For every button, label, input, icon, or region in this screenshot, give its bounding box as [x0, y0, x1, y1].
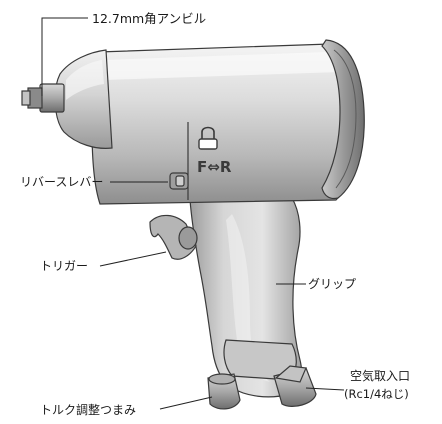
- grip-highlight: [226, 214, 270, 382]
- rear-cap: [321, 39, 365, 200]
- hammer-case-highlight: [66, 60, 104, 100]
- leader-lines: [41, 17, 345, 410]
- label-trigger: トリガー: [40, 259, 88, 273]
- rear-cap-rim: [333, 49, 357, 189]
- body-highlight: [104, 52, 340, 80]
- anvil-square-drive: [21, 83, 65, 113]
- impact-wrench-illustration: F⇔R: [21, 39, 365, 410]
- label-torque-adjuster: トルク調整つまみ: [40, 402, 136, 417]
- torque-adjuster-knob: [207, 373, 241, 410]
- air-inlet-fitting: [273, 365, 317, 407]
- direction-marking: F⇔R: [197, 158, 232, 176]
- label-air-inlet-thread: (Rc1/4ねじ): [344, 387, 409, 401]
- trigger-pivot: [178, 226, 198, 250]
- callout-labels: 12.7mm角アンビル リバースレバー トリガー グリップ トルク調整つまみ 空…: [20, 11, 410, 417]
- label-air-inlet: 空気取入口: [350, 368, 410, 383]
- label-grip: グリップ: [308, 277, 356, 291]
- label-anvil: 12.7mm角アンビル: [92, 11, 206, 26]
- label-reverse-lever: リバースレバー: [20, 175, 103, 189]
- lock-symbol-icon: [198, 126, 218, 150]
- reverse-lever-part: [169, 172, 189, 190]
